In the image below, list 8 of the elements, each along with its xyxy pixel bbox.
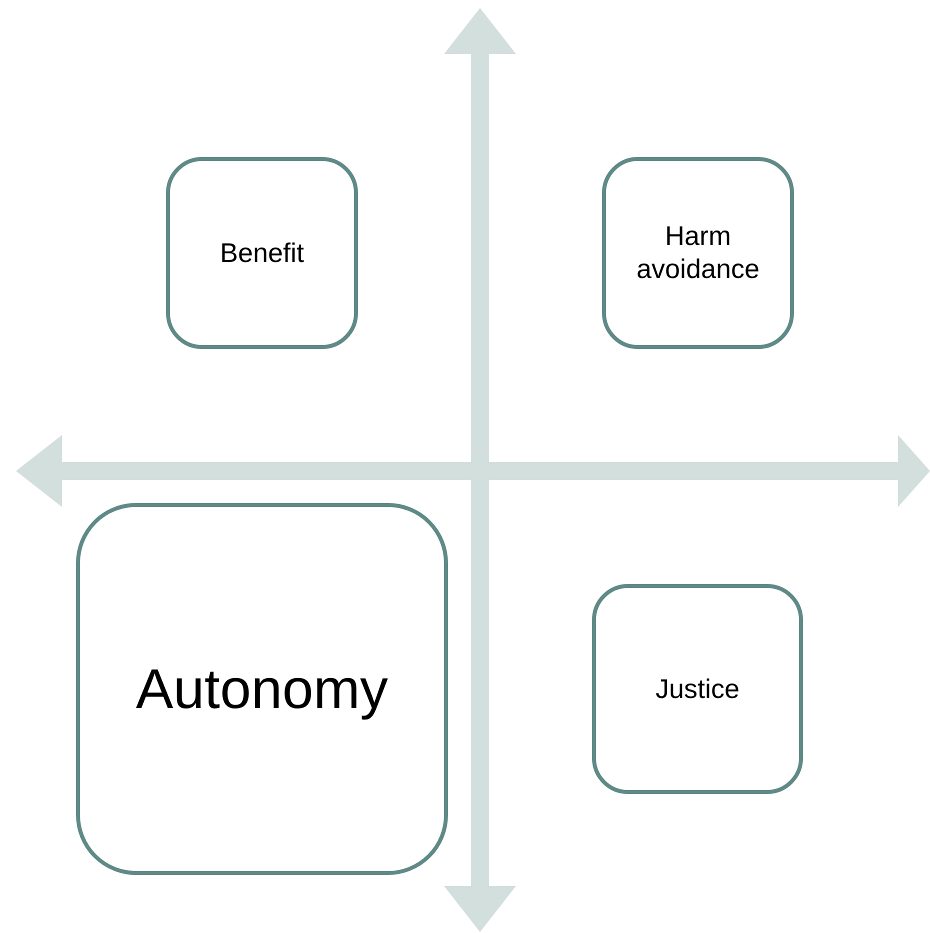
- box-label: Harm avoidance: [635, 220, 761, 286]
- box-label: Benefit: [220, 236, 304, 270]
- rounded-box: [166, 157, 358, 349]
- box-label: Justice: [655, 672, 740, 706]
- rounded-box: [602, 157, 794, 349]
- box-label: Autonomy: [136, 656, 388, 722]
- rounded-box: [76, 503, 448, 875]
- rounded-box: [592, 584, 803, 794]
